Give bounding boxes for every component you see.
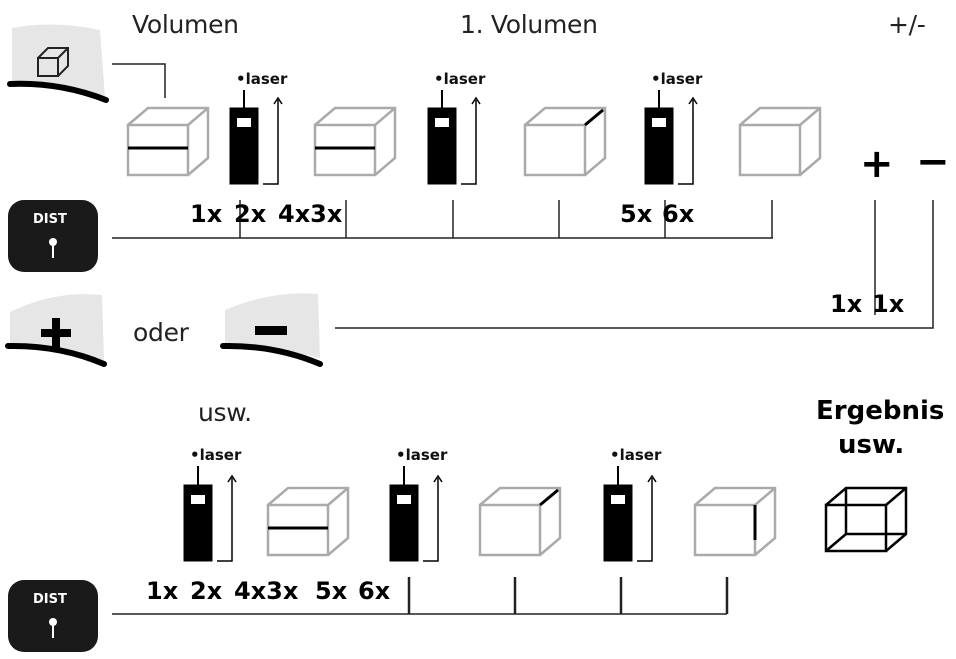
cube-icon-result — [824, 486, 908, 553]
count-top-1: 1x — [190, 200, 223, 228]
count-bottom-1: 1x — [146, 577, 179, 605]
count-top-4: 5x — [620, 200, 653, 228]
laser-caption-top-2: •laser — [434, 70, 486, 88]
cube-icon-top-4 — [738, 106, 822, 177]
cube-icon-bottom-2 — [478, 486, 562, 557]
laser-device-bottom-2 — [389, 466, 443, 562]
dist-button-top[interactable] — [8, 200, 98, 272]
plus-sign: + — [860, 141, 894, 187]
minus-button[interactable] — [220, 293, 323, 367]
cube-icon-top-2 — [313, 106, 397, 177]
laser-caption-bottom-3: •laser — [610, 446, 662, 464]
result-etc-label: usw. — [838, 430, 905, 460]
minus-line — [335, 200, 934, 329]
volume-label: Volumen — [132, 10, 239, 39]
plus-minus-label: +/- — [888, 10, 926, 39]
bottom-timeline — [112, 577, 729, 615]
cube-icon-top-3 — [523, 106, 607, 177]
laser-caption-top-3: •laser — [651, 70, 703, 88]
count-bottom-2: 2x — [190, 577, 223, 605]
minus-sign: − — [916, 139, 950, 185]
laser-device-bottom-1 — [183, 466, 237, 562]
laser-device-top-2 — [427, 90, 481, 185]
count-top-5: 6x — [662, 200, 695, 228]
laser-device-top-3 — [644, 90, 698, 185]
etc-label: usw. — [198, 398, 252, 427]
laser-caption-top-1: •laser — [236, 70, 288, 88]
laser-caption-bottom-1: •laser — [190, 446, 242, 464]
dist-label-bottom: DIST — [33, 592, 67, 607]
plus-button[interactable] — [5, 294, 107, 367]
laser-device-bottom-3 — [603, 466, 657, 562]
count-top-2: 2x — [234, 200, 267, 228]
first-volume-label: 1. Volumen — [460, 10, 598, 39]
volume-button[interactable] — [7, 24, 109, 103]
count-bottom-5: 6x — [358, 577, 391, 605]
count-minus: 1x — [872, 290, 905, 318]
top-timeline — [112, 200, 773, 239]
cube-icon-top-1 — [126, 106, 210, 177]
laser-caption-bottom-2: •laser — [396, 446, 448, 464]
dist-button-bottom[interactable] — [8, 580, 98, 652]
cube-icon-bottom-3 — [693, 486, 777, 557]
or-label: oder — [133, 318, 189, 347]
count-bottom-3: 4x3x — [234, 577, 299, 605]
cube-icon-bottom-1 — [266, 486, 350, 557]
result-label: Ergebnis — [816, 396, 945, 426]
count-top-3: 4x3x — [278, 200, 343, 228]
laser-device-top-1 — [229, 90, 283, 185]
cube-icon — [37, 47, 69, 77]
dist-label-top: DIST — [33, 212, 67, 227]
count-plus: 1x — [830, 290, 863, 318]
count-bottom-4: 5x — [315, 577, 348, 605]
